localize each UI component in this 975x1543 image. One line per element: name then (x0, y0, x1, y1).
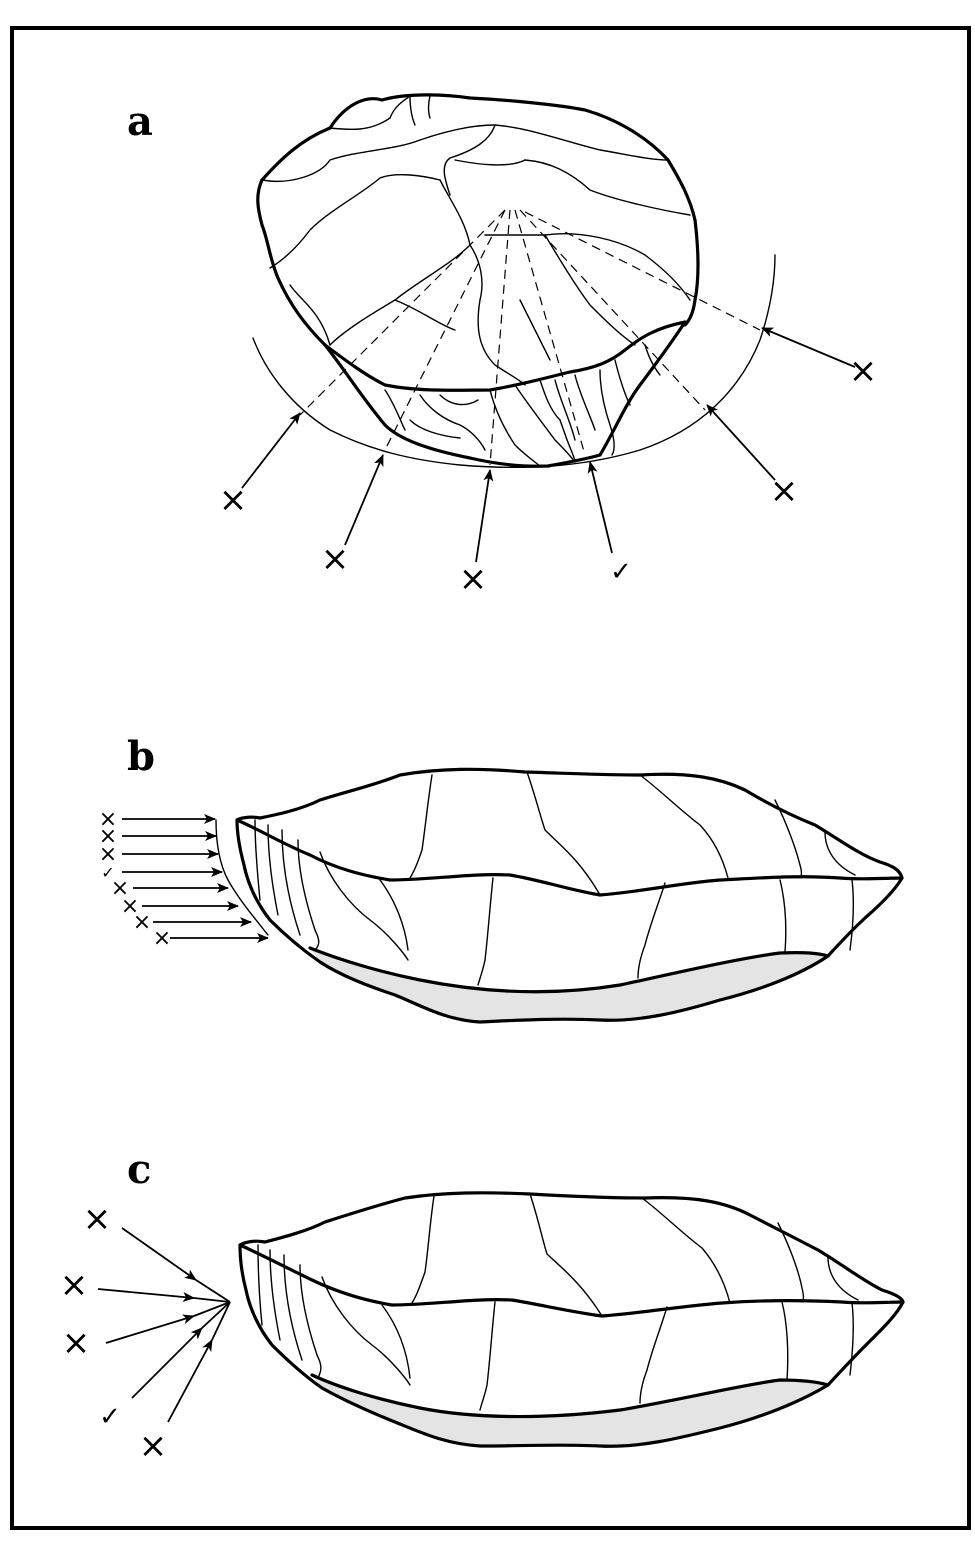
fail-mark: × (121, 894, 139, 919)
panel-a-arrow (344, 454, 384, 546)
panel-a-arrow (587, 461, 613, 554)
panel-a-arrow (706, 404, 776, 481)
fail-mark: × (60, 1265, 89, 1305)
panel-a-dashed-projection-lines (299, 209, 761, 466)
fail-mark: × (219, 480, 248, 520)
fail-mark: × (99, 824, 117, 849)
fail-mark: × (99, 842, 117, 867)
panel-a-label: a (127, 98, 153, 145)
fail-mark: × (770, 471, 799, 511)
success-mark: ✓ (610, 557, 632, 587)
panel-c-ridge (238, 1243, 905, 1318)
fail-mark: × (133, 910, 151, 935)
panel-c-label: c (127, 1146, 151, 1193)
panel-c: c (60, 1146, 905, 1466)
fail-mark: × (321, 539, 350, 579)
fail-mark: × (111, 876, 129, 901)
fail-mark: × (62, 1323, 91, 1363)
panel-b-arrows (122, 814, 269, 943)
panel-c-outcome-marks: × × × ✓ × (60, 1199, 168, 1466)
panel-b-flake-scars (254, 771, 856, 986)
panel-c-convergence-line (195, 1279, 231, 1303)
panel-c-convergence-line (201, 1301, 231, 1329)
panel-a: a (127, 93, 878, 599)
panel-b-cortex-edge (308, 946, 830, 994)
panel-c-convergence-line (193, 1297, 231, 1303)
panel-c-arrow (131, 1327, 203, 1399)
fail-mark: × (459, 559, 488, 599)
panel-c-cortex-edge (310, 1373, 830, 1419)
panel-c-arrow (97, 1288, 195, 1302)
fail-mark: × (99, 807, 117, 832)
panel-b-platform-profile (215, 819, 269, 936)
fail-mark: × (153, 926, 171, 951)
panel-c-arrow (121, 1227, 197, 1281)
fail-mark: × (83, 1199, 112, 1239)
fail-mark: × (849, 351, 878, 391)
figure-frame (10, 26, 971, 1530)
panel-c-cortex (312, 1375, 828, 1447)
panel-c-core-outline (238, 1191, 905, 1448)
panel-b-core-outline (235, 767, 904, 1024)
panel-a-core-left-edge (256, 178, 327, 347)
panel-a-platform-rim (323, 320, 687, 392)
panel-b-outcome-marks: × × × ✓ × × × × (99, 807, 171, 951)
panel-a-reference-arc (252, 254, 776, 469)
panel-a-arrows (241, 327, 856, 563)
panel-c-arrows (97, 1227, 231, 1423)
panel-b: b (99, 733, 904, 1024)
panel-c-arrow (167, 1339, 213, 1423)
panel-b-cortex (310, 948, 828, 1022)
panel-a-core-outline (260, 93, 700, 327)
panel-c-convergence-line (211, 1301, 231, 1341)
panel-a-outcome-marks: × × × ✓ × × (219, 351, 878, 599)
panel-b-ridge (235, 818, 904, 897)
panel-a-arrow (241, 412, 301, 489)
panel-a-flake-scars (261, 95, 691, 467)
fail-mark: × (139, 1426, 168, 1466)
panel-c-arrow (105, 1314, 195, 1344)
panel-c-flake-scars (257, 1193, 859, 1411)
panel-a-arrow (761, 327, 856, 368)
panel-c-convergence-line (193, 1301, 231, 1317)
success-mark: ✓ (99, 1402, 121, 1432)
panel-b-label: b (127, 733, 155, 780)
panel-a-arrow (475, 469, 494, 563)
success-mark: ✓ (101, 863, 114, 882)
